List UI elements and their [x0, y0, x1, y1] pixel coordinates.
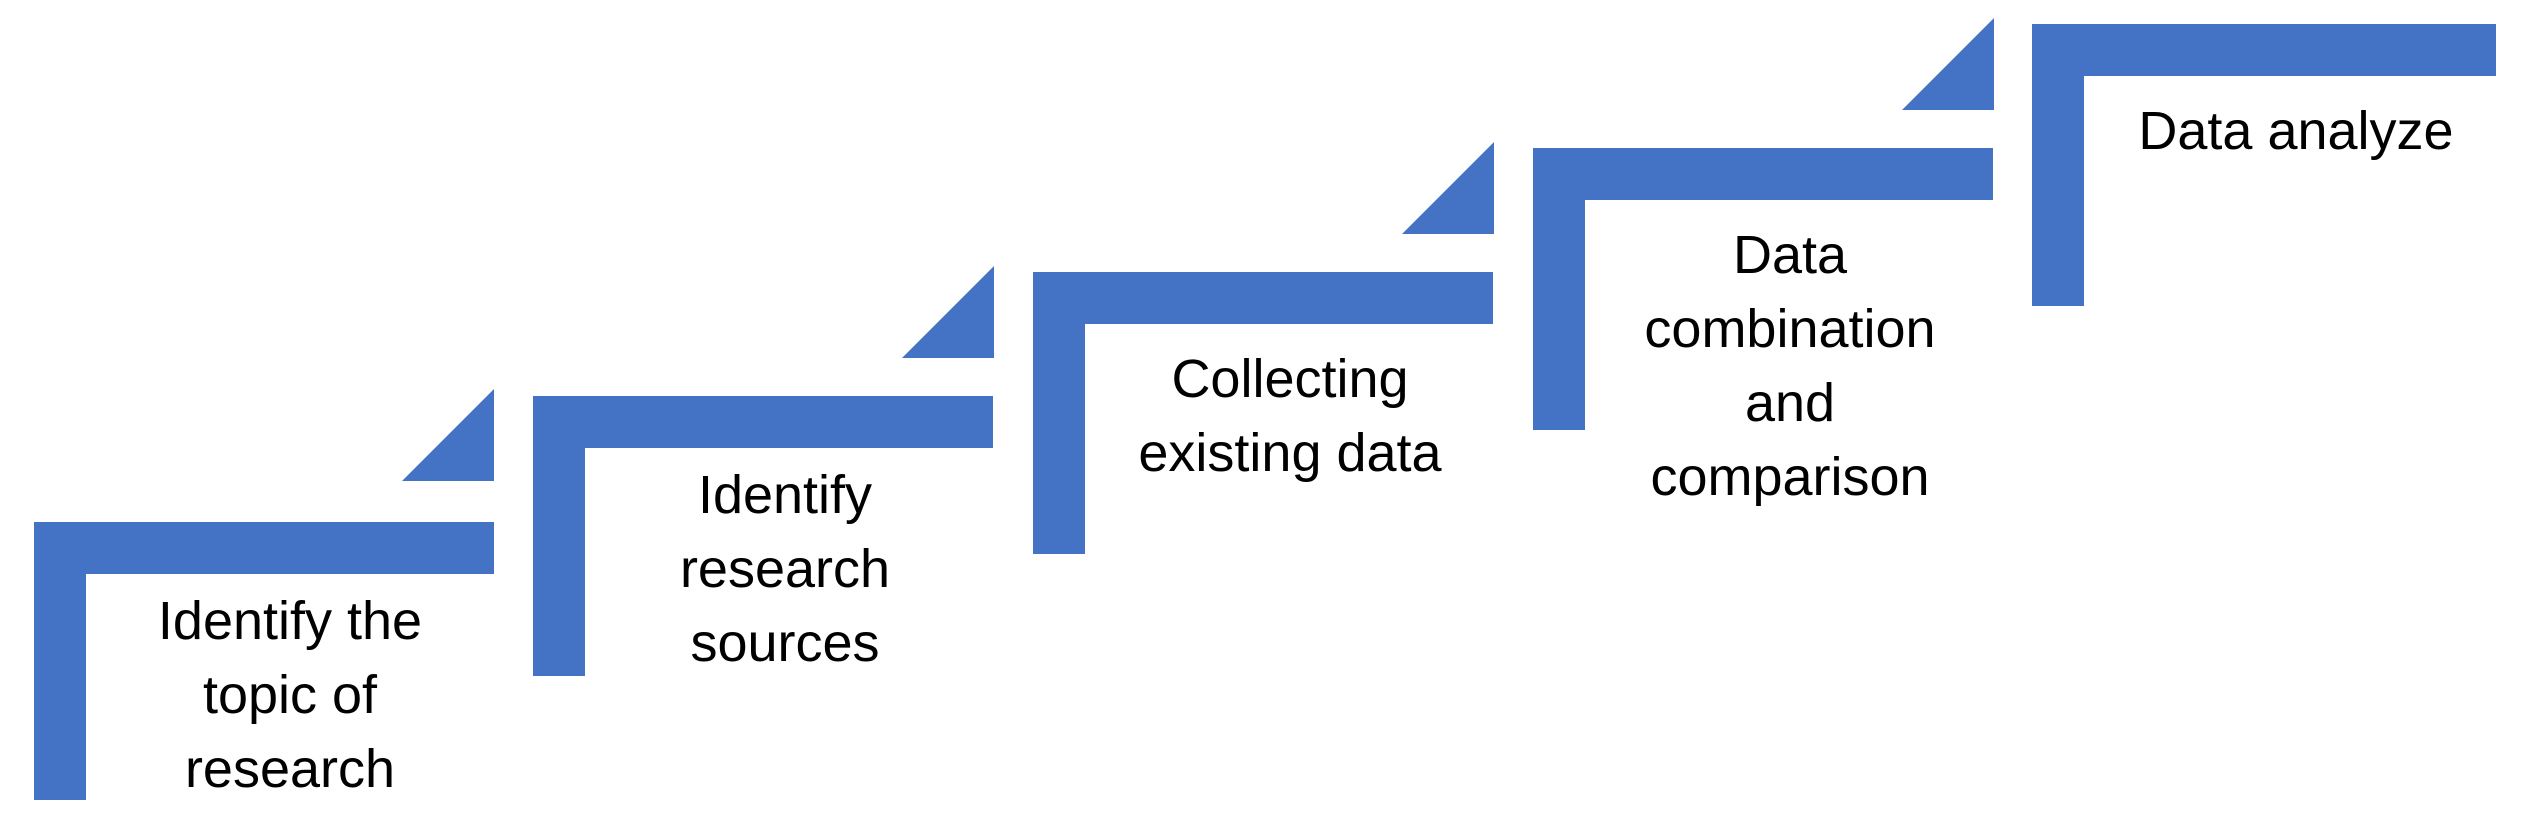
step-4-label: Data combination and comparison — [1644, 225, 1936, 507]
step-2-top-bar — [533, 396, 993, 448]
step-1-corner-arrow-icon — [402, 389, 494, 481]
step-1-side-bar — [34, 522, 86, 800]
step-1-top-bar — [34, 522, 494, 574]
step-3-side-bar — [1033, 272, 1085, 554]
step-3-top-bar — [1033, 272, 1493, 324]
step-2-side-bar — [533, 396, 585, 676]
step-2-corner-arrow-icon — [902, 266, 994, 358]
step-4-corner-arrow-icon — [1902, 18, 1994, 110]
step-5-top-bar — [2032, 24, 2496, 76]
step-2-label: Identify research sources — [679, 465, 891, 673]
step-3-corner-arrow-icon — [1402, 142, 1494, 234]
step-3-label: Collecting existing data — [1138, 349, 1442, 483]
step-5-side-bar — [2032, 24, 2084, 306]
step-1-label: Identify the topic of research — [157, 591, 423, 799]
step-5-label: Data analyze — [2138, 101, 2454, 161]
step-4-top-bar — [1533, 148, 1993, 200]
step-4-side-bar — [1533, 148, 1585, 430]
